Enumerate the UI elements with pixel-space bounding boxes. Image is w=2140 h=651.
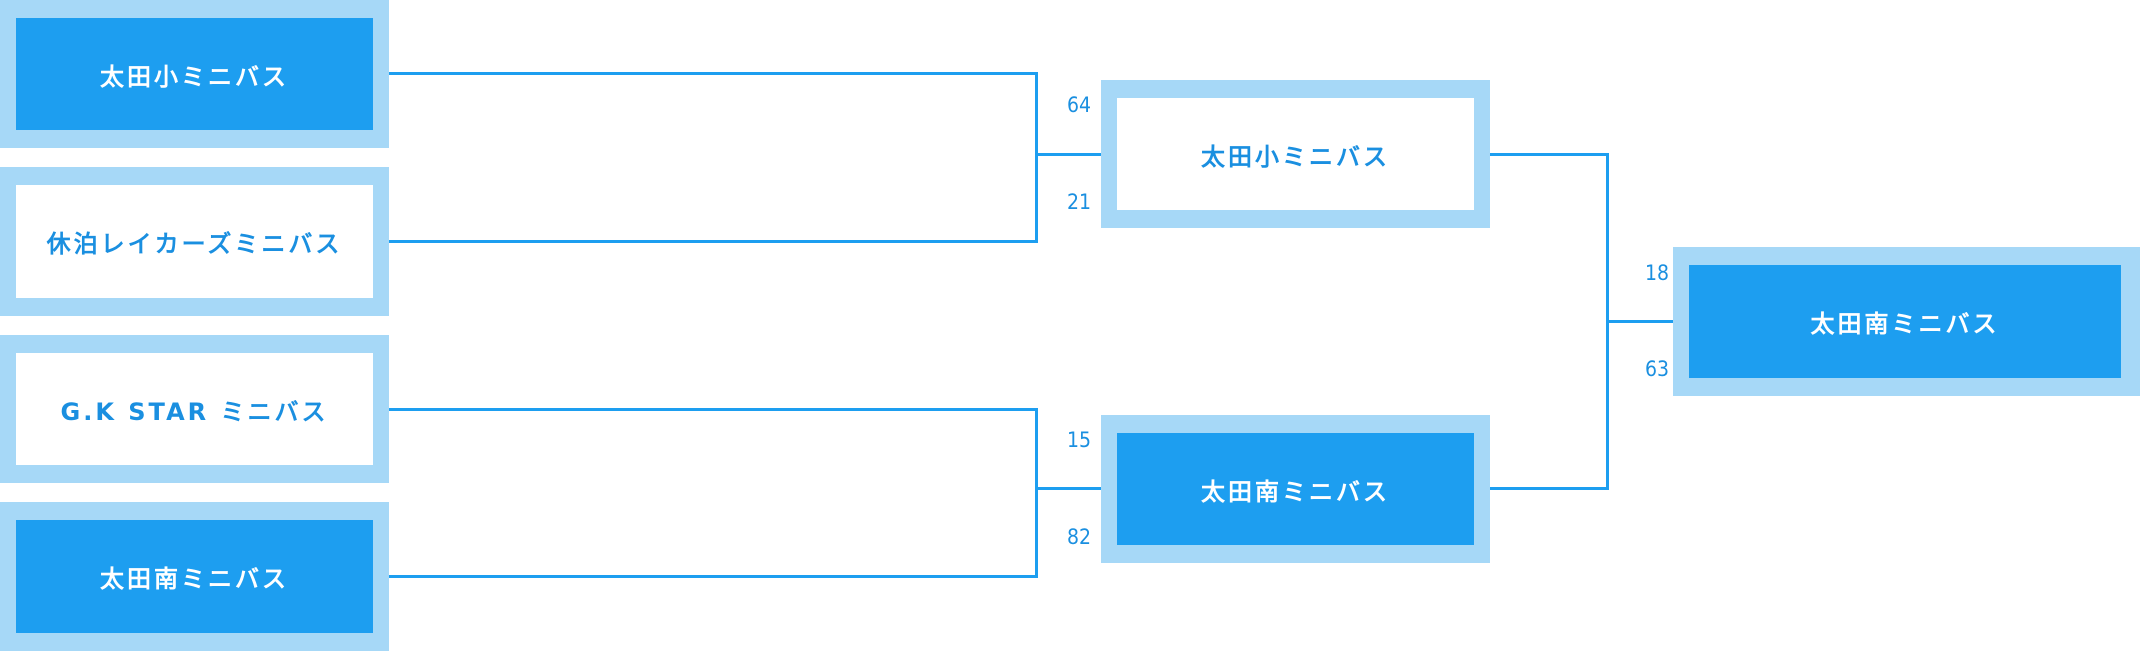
bracket-line <box>1490 153 1609 156</box>
bracket-line <box>1035 72 1038 243</box>
r2-team-2-slot: 太田南ミニバス <box>1101 415 1490 563</box>
r1-team-4-slot: 太田南ミニバス <box>0 502 389 651</box>
bracket-line <box>389 575 1038 578</box>
champion-slot: 太田南ミニバス <box>1673 247 2140 396</box>
match2-score-bottom: 82 <box>1066 525 1092 549</box>
match1-score-top: 64 <box>1066 93 1092 117</box>
r1-team-3-slot: G.K STAR ミニバス <box>0 335 389 483</box>
match2-score-top: 15 <box>1066 428 1092 452</box>
r2-team-1-slot: 太田小ミニバス <box>1101 80 1490 228</box>
r2-team-2-name: 太田南ミニバス <box>1117 433 1474 545</box>
r1-team-2-name: 休泊レイカーズミニバス <box>16 185 373 298</box>
bracket-line <box>1606 320 1673 323</box>
bracket-line <box>1035 153 1101 156</box>
bracket-line <box>389 408 1038 411</box>
final-score-bottom: 63 <box>1644 357 1670 381</box>
bracket-line <box>1035 487 1101 490</box>
r1-team-3-name: G.K STAR ミニバス <box>16 353 373 465</box>
match1-score-bottom: 21 <box>1066 190 1092 214</box>
r1-team-4-name: 太田南ミニバス <box>16 520 373 633</box>
bracket-line <box>389 72 1038 75</box>
final-score-top: 18 <box>1644 261 1670 285</box>
r1-team-2-slot: 休泊レイカーズミニバス <box>0 167 389 316</box>
champion-name: 太田南ミニバス <box>1689 265 2121 378</box>
bracket-line <box>1035 408 1038 578</box>
r1-team-1-name: 太田小ミニバス <box>16 18 373 130</box>
bracket-line <box>389 240 1038 243</box>
bracket-line <box>1490 487 1609 490</box>
r1-team-1-slot: 太田小ミニバス <box>0 0 389 148</box>
r2-team-1-name: 太田小ミニバス <box>1117 98 1474 210</box>
